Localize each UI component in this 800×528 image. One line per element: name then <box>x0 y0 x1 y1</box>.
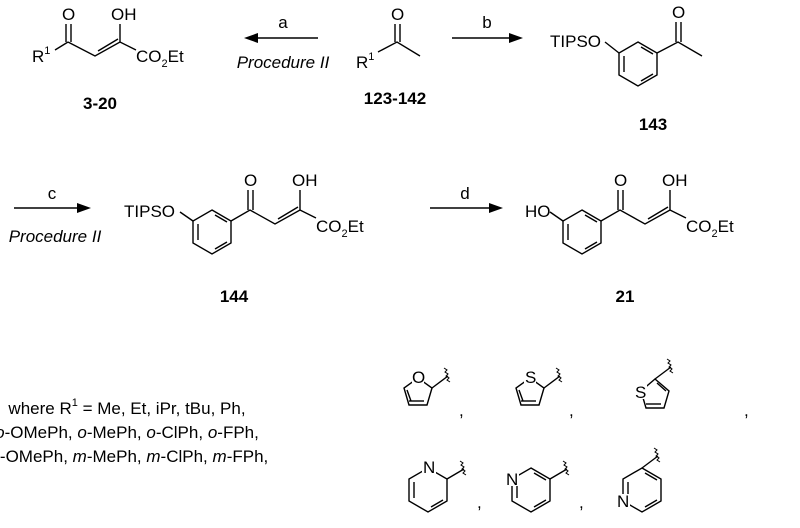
separator: , <box>569 401 574 420</box>
note-line-1: where R1 = Me, Et, iPr, tBu, Ph, <box>7 397 245 418</box>
ester-group: CO2Et <box>316 217 364 240</box>
compound-3-20: O R1 OH CO2Et 3-20 <box>32 5 184 113</box>
arrow-label: c <box>48 184 57 203</box>
ester-group: CO2Et <box>136 47 184 70</box>
benzene-ring <box>192 209 232 255</box>
procedure-label: Procedure II <box>9 227 102 246</box>
atom-oh: OH <box>662 171 688 190</box>
note-line-3: m-OMePh, m-MePh, m-ClPh, m-FPh, <box>0 447 268 466</box>
compound-144: TIPSO O OH CO2Et 144 <box>124 171 364 306</box>
atom-s: S <box>525 368 536 387</box>
compound-21: HO O OH CO2Et 21 <box>525 171 734 306</box>
atom-r1: R1 <box>356 51 374 72</box>
atom-n: N <box>617 492 629 511</box>
benzene-ring <box>618 41 658 87</box>
atom-n: N <box>423 458 435 477</box>
compound-label: 21 <box>616 287 635 306</box>
atom-ho: HO <box>525 202 551 221</box>
atom-n: N <box>506 470 518 489</box>
separator: , <box>459 401 464 420</box>
compound-label: 3-20 <box>83 94 117 113</box>
atom-tipso: TIPSO <box>124 202 175 221</box>
arrow-c: c Procedure II <box>9 184 102 246</box>
furan-2-yl: O <box>403 367 451 406</box>
pyridin-4-yl: N <box>616 447 662 513</box>
atom-tipso: TIPSO <box>550 32 601 51</box>
arrow-label: a <box>278 13 288 32</box>
arrow-label: d <box>460 184 469 203</box>
pyridin-3-yl: N <box>505 460 570 513</box>
atom-o: O <box>672 3 685 22</box>
atom-o: O <box>391 5 404 24</box>
separator: , <box>579 493 584 512</box>
atom-oh: OH <box>111 5 137 24</box>
procedure-label: Procedure II <box>237 53 330 72</box>
arrow-b: b <box>452 13 523 43</box>
atom-r1: R1 <box>32 45 50 66</box>
compound-label: 143 <box>639 115 667 134</box>
compound-143: TIPSO O 143 <box>550 3 703 134</box>
arrow-label: b <box>482 13 491 32</box>
thiophen-3-yl: S <box>633 358 674 409</box>
atom-o: O <box>62 5 75 24</box>
atom-oh: OH <box>292 171 318 190</box>
compound-label: 123-142 <box>364 89 426 108</box>
r-group-note: where R1 = Me, Et, iPr, tBu, Ph, o-OMePh… <box>0 397 268 466</box>
arrow-d: d <box>430 184 503 213</box>
benzene-ring <box>562 209 602 255</box>
note-line-2: o-OMePh, o-MePh, o-ClPh, o-FPh, <box>0 423 259 442</box>
atom-s: S <box>635 383 646 402</box>
atom-o: O <box>244 171 257 190</box>
pyridin-2-yl: N <box>408 458 467 513</box>
separator: , <box>744 401 749 420</box>
compound-123-142: O R1 123-142 <box>356 5 426 108</box>
separator: , <box>477 493 482 512</box>
compound-label: 144 <box>220 287 249 306</box>
arrow-a: a Procedure II <box>237 13 330 72</box>
ester-group: CO2Et <box>686 217 734 240</box>
atom-o: O <box>614 171 627 190</box>
thiophen-2-yl: S <box>515 367 563 406</box>
atom-o: O <box>412 368 425 387</box>
